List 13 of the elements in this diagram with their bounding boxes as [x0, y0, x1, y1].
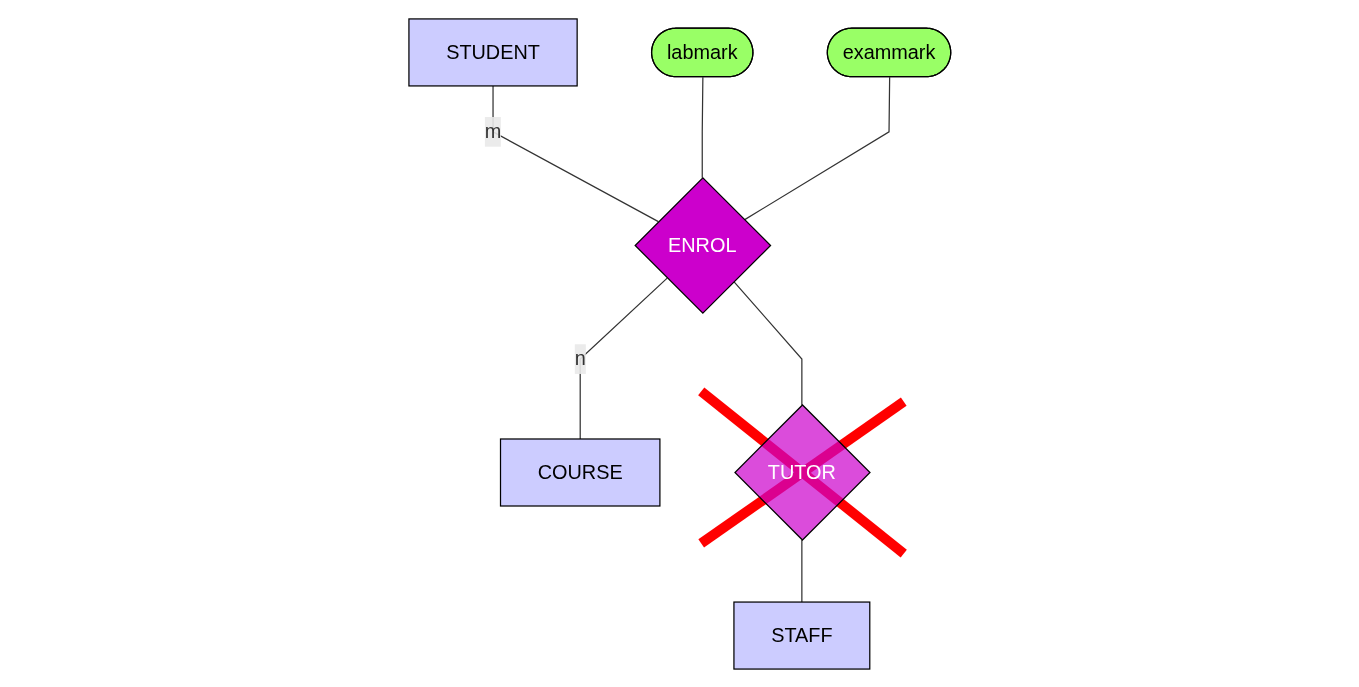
node-box: STUDENT — [408, 17, 578, 87]
node-box: COURSE — [499, 437, 661, 507]
connector — [492, 84, 659, 222]
connector — [701, 76, 704, 178]
connector — [579, 277, 668, 440]
node-diamond: TUTOR — [733, 403, 871, 541]
edge-label: n — [574, 347, 586, 369]
edge-label: m — [484, 120, 501, 142]
node-box: STAFF — [733, 600, 871, 670]
connector — [800, 538, 803, 603]
node-diamond: ENROL — [633, 176, 772, 314]
connector — [732, 280, 803, 406]
connector — [743, 76, 890, 220]
